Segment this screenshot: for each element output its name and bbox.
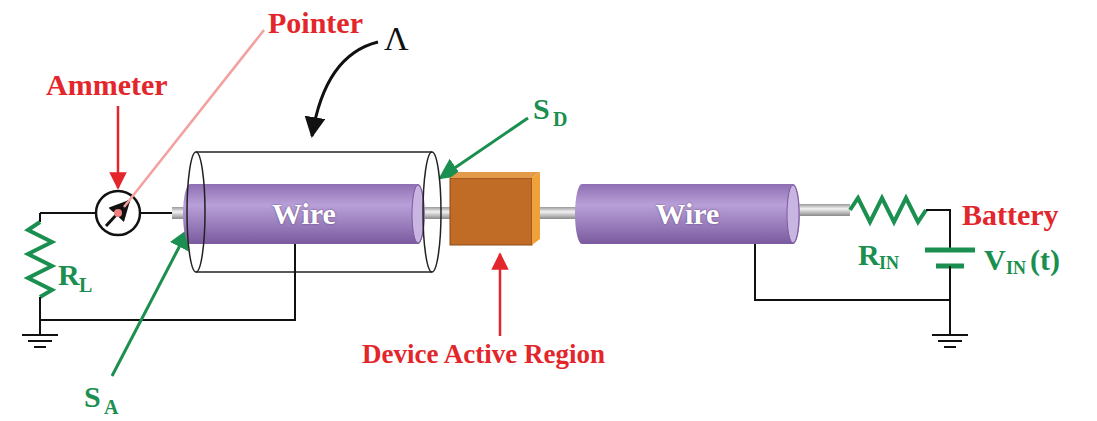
leader-arrow xyxy=(312,42,378,136)
circuit-wire xyxy=(40,212,96,214)
pointer-label: Pointer xyxy=(268,6,363,39)
subscript: IN xyxy=(1006,259,1026,279)
cylinder-end xyxy=(412,185,424,243)
surface-label: S xyxy=(533,92,550,125)
circuit-wire xyxy=(755,240,950,300)
resistor-label: R xyxy=(58,258,80,291)
circuit-wire xyxy=(40,240,295,320)
leader-arrow xyxy=(117,106,120,188)
wire-cylinder: Wire xyxy=(183,183,425,245)
cylinder-body xyxy=(183,184,425,244)
needle-pivot xyxy=(114,209,122,217)
leader-line xyxy=(124,30,264,207)
ground-symbol xyxy=(22,335,58,347)
leader-arrow xyxy=(499,254,502,336)
surface-outline xyxy=(196,271,432,273)
wire-label: Wire xyxy=(272,197,336,231)
surface-symbol: Λ xyxy=(384,20,409,57)
circuit-wire xyxy=(926,210,950,248)
surface-outline xyxy=(187,152,205,272)
circuit-wire xyxy=(39,297,41,335)
wire-cylinder: Wire xyxy=(575,183,800,245)
wire-label: Wire xyxy=(656,197,720,231)
ammeter-label: Ammeter xyxy=(46,68,168,101)
voltage-label: (t) xyxy=(1030,243,1060,276)
leader-arrow xyxy=(440,118,528,178)
subscript: D xyxy=(553,108,567,130)
cylinder-body xyxy=(575,184,800,244)
cylinder-end xyxy=(787,185,799,243)
leader-arrow xyxy=(112,230,188,376)
surface-outline xyxy=(196,151,432,153)
battery-symbol xyxy=(925,250,975,266)
circuit-wire xyxy=(39,213,41,222)
ground-symbol xyxy=(932,335,968,347)
resistor-symbol xyxy=(850,198,926,222)
battery-label: Battery xyxy=(962,198,1059,231)
voltage-label: V xyxy=(984,243,1006,276)
subscript: L xyxy=(79,274,92,296)
resistor-label: R xyxy=(858,238,880,271)
device-label: Device Active Region xyxy=(362,340,605,370)
surface-outline xyxy=(423,152,441,272)
subscript: A xyxy=(104,396,118,418)
resistor-symbol xyxy=(28,222,52,297)
surface-label: S xyxy=(84,380,101,413)
subscript: IN xyxy=(879,254,899,274)
circuit-wire xyxy=(140,212,174,214)
ammeter-symbol xyxy=(96,191,140,235)
device-active-region xyxy=(450,172,540,245)
